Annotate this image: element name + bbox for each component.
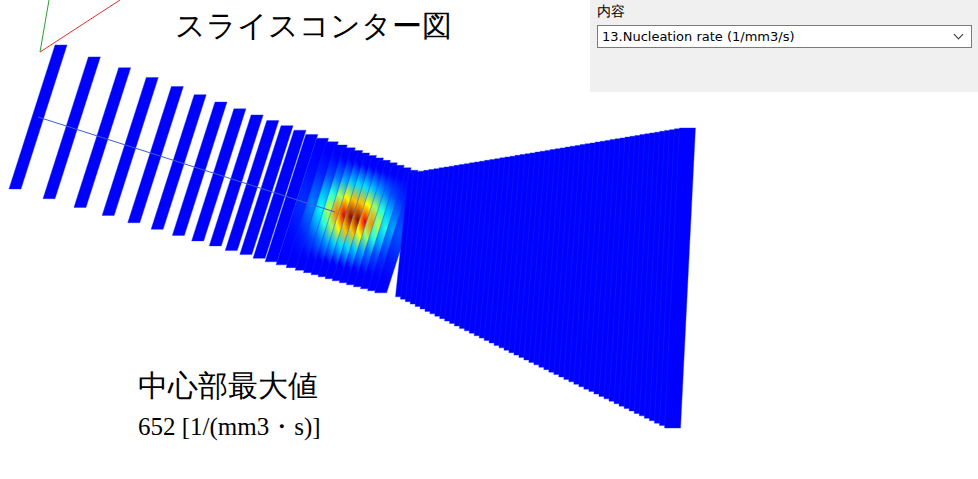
content-dropdown: 13.Nucleation rate (1/mm3/s) (597, 25, 972, 48)
coordinate-axes (40, 0, 120, 52)
slice-group (9, 45, 695, 428)
x-axis-line (40, 0, 120, 52)
contour-slice (665, 128, 696, 428)
z-axis-line (38, 117, 335, 212)
settings-panel: 内容 13.Nucleation rate (1/mm3/s) (590, 0, 978, 92)
figure-title: スライスコンター図 (175, 6, 452, 47)
dropdown-value: 13.Nucleation rate (1/mm3/s) (602, 29, 941, 44)
field-label: 内容 (597, 3, 625, 21)
max-value-number: 652 [1/(mm3・s)] (138, 410, 321, 443)
max-value-caption: 中心部最大値 (138, 366, 318, 407)
y-axis-line (40, 0, 49, 52)
